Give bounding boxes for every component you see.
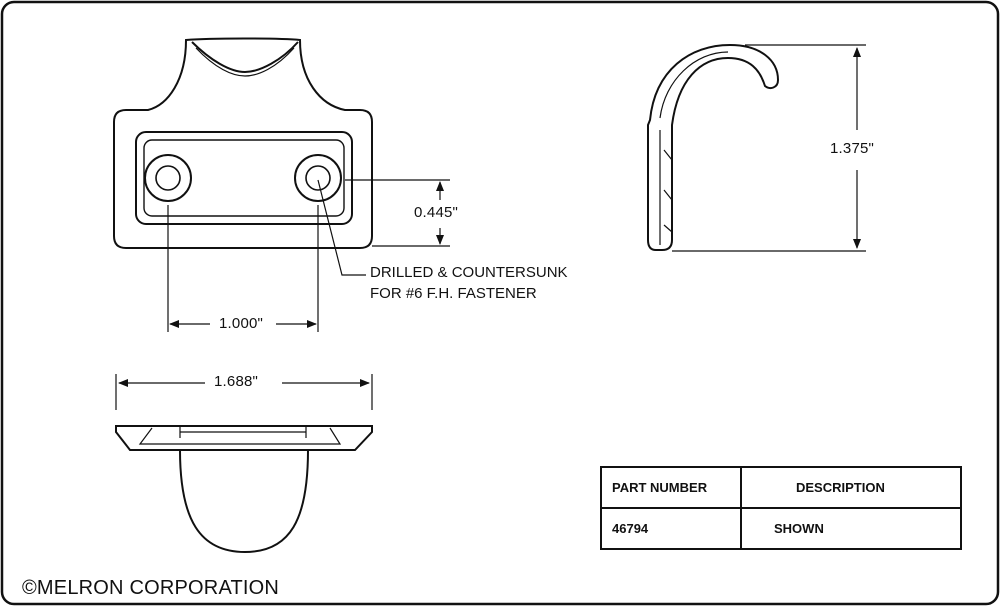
parts-table: PART NUMBER DESCRIPTION 46794 SHOWN [600, 466, 962, 550]
fastener-note: DRILLED & COUNTERSUNK FOR #6 F.H. FASTEN… [370, 262, 568, 304]
hole-offset-dimension: 0.445" [414, 204, 459, 221]
fastener-note-line2: FOR #6 F.H. FASTENER [370, 285, 537, 302]
height-dimension: 1.375" [830, 140, 875, 157]
description-header: DESCRIPTION [740, 466, 962, 509]
copyright-text: ©MELRON CORPORATION [22, 577, 280, 599]
side-view-dimensions [672, 44, 866, 252]
overall-width-dimension: 1.688" [214, 373, 259, 390]
front-view [113, 37, 373, 249]
fastener-note-line1: DRILLED & COUNTERSUNK [370, 264, 568, 281]
parts-table-header-row: PART NUMBER DESCRIPTION [600, 466, 962, 509]
front-view-dimensions [167, 179, 450, 332]
bottom-view-dimensions [115, 374, 373, 410]
part-number-header: PART NUMBER [600, 466, 742, 509]
hole-spacing-dimension: 1.000" [219, 315, 264, 332]
table-row: 46794 SHOWN [600, 507, 962, 550]
side-view [647, 43, 780, 251]
description-cell: SHOWN [740, 507, 962, 550]
bottom-view [115, 425, 373, 554]
part-number-cell: 46794 [600, 507, 742, 550]
